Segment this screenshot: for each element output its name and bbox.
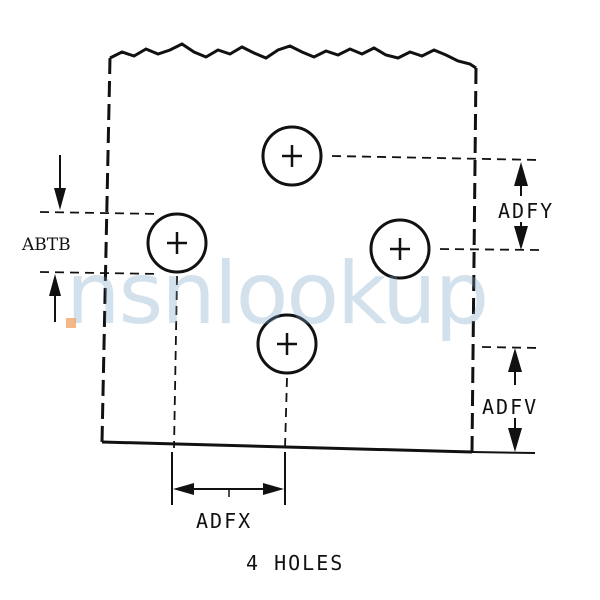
watermark-dot <box>66 318 76 328</box>
arrow-adfx-right <box>263 483 284 495</box>
arrow-abtb-up <box>49 274 61 296</box>
dimension-abtb: ABTB <box>21 155 71 322</box>
ext-right-hole-right <box>439 248 541 251</box>
ext-top-hole-right <box>331 155 541 161</box>
watermark: nsnlookup <box>66 244 489 344</box>
hole-bottom <box>256 313 318 375</box>
extension-lines <box>39 155 541 449</box>
dimension-adfx: ADFX <box>173 483 284 533</box>
label-abtb: ABTB <box>21 235 71 255</box>
ext-left-hole-upper <box>39 211 161 215</box>
ext-left-hole-lower <box>39 271 161 275</box>
ext-bottom-hole-down <box>284 377 288 449</box>
plate-outline <box>100 42 478 454</box>
dimension-adfy: ADFY <box>498 162 554 250</box>
plate-bottom-edge <box>101 440 473 454</box>
ext-bottom-edge-right <box>471 451 536 454</box>
plate-left-edge <box>100 57 112 443</box>
hole-left <box>146 212 208 274</box>
ext-bottom-right <box>481 346 541 349</box>
hole-top <box>261 125 323 187</box>
arrow-abtb-down <box>54 188 66 210</box>
caption-holes-count: 4 HOLES <box>246 551 344 575</box>
plate-right-edge <box>470 67 478 453</box>
dimension-adfv: ADFV <box>482 348 538 452</box>
label-adfv: ADFV <box>482 395 538 419</box>
arrow-adfv-up <box>508 348 522 372</box>
ext-left-hole-down <box>173 275 178 449</box>
watermark-logo: nsnlookup <box>66 244 487 344</box>
arrow-adfx-left <box>173 483 194 495</box>
label-adfx: ADFX <box>196 509 252 533</box>
hole-right <box>369 218 431 280</box>
arrow-adfv-down <box>508 428 522 452</box>
plate-torn-top-edge <box>109 42 477 70</box>
arrow-adfy-up <box>514 162 528 186</box>
arrow-adfy-down <box>514 226 528 250</box>
label-adfy: ADFY <box>498 199 554 223</box>
